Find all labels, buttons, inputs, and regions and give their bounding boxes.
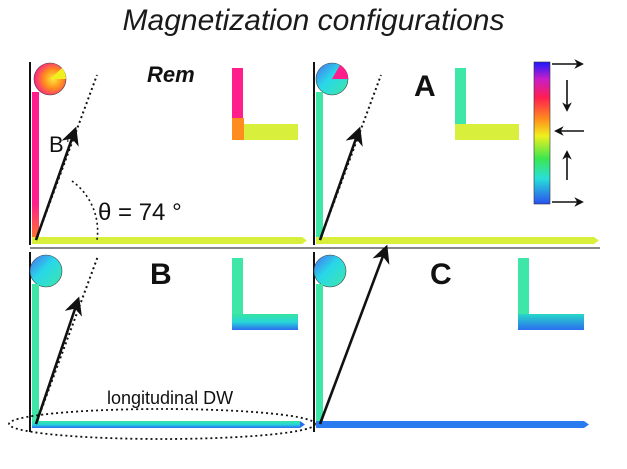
panel-label-c: C: [430, 258, 452, 291]
disc-core-segment: [50, 68, 67, 79]
panel-label-b: B: [150, 258, 172, 291]
figure-title: Magnetization configurations: [122, 4, 505, 37]
inset-horizontal: [455, 124, 519, 140]
panel-label-a: A: [414, 70, 436, 103]
inset-vertical: [232, 258, 243, 318]
field-label: B+: [49, 130, 72, 157]
field-axis-dotted: [319, 74, 382, 241]
domain-wall-label: longitudinal DW: [107, 388, 233, 408]
orientation-color-scale: [533, 61, 551, 205]
inset-corner: [232, 118, 244, 140]
inset-vertical: [455, 68, 466, 126]
domain-wall-ellipse: [8, 408, 316, 440]
wire-tip: [584, 421, 589, 428]
vertical-wire: [316, 92, 323, 240]
angle-label: θ = 74 °: [98, 199, 182, 226]
wire-tip: [302, 237, 307, 244]
panel-label-rem: Rem: [147, 62, 195, 87]
inset-vertical: [232, 68, 243, 126]
vertical-wire: [32, 92, 39, 240]
vertical-wire: [32, 284, 39, 425]
panel-a: A: [315, 59, 599, 244]
panel-b: B longitudinal DW: [8, 254, 316, 440]
panel-c: C: [313, 244, 589, 428]
vertical-wire: [316, 284, 323, 425]
horizontal-wire: [32, 237, 302, 244]
inset-vertical: [518, 258, 529, 318]
angle-arc: [71, 180, 99, 241]
nanodisc: [313, 254, 347, 288]
horizontal-wire: [32, 421, 300, 428]
field-axis-dotted: [35, 74, 98, 241]
nanodisc: [29, 254, 63, 288]
field-arrow: [34, 126, 79, 241]
inset-horizontal: [232, 124, 298, 140]
field-arrow: [34, 296, 82, 425]
disc-core-segment: [332, 65, 349, 79]
panel-rem: B+ θ = 74 ° Rem: [32, 62, 307, 244]
horizontal-wire: [316, 421, 584, 428]
field-arrow: [318, 126, 363, 241]
inset-horizontal: [232, 314, 298, 330]
wire-tip: [594, 237, 599, 244]
inset-horizontal: [518, 314, 584, 330]
wire-tip: [300, 421, 305, 428]
field-arrow: [318, 244, 390, 425]
horizontal-wire: [316, 237, 594, 244]
